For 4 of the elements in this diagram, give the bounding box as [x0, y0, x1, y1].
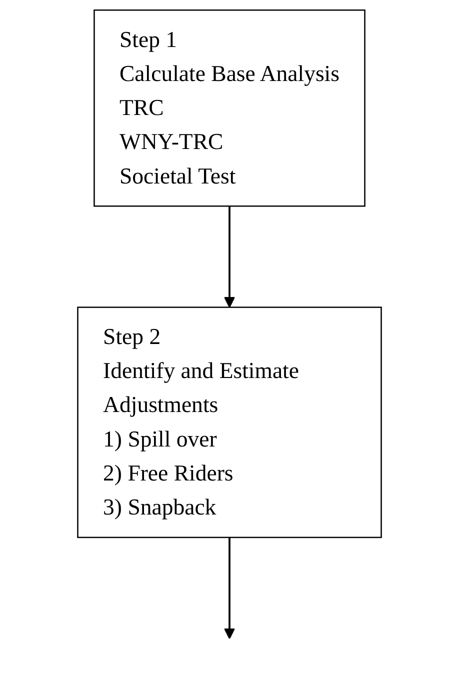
node-box: Step 2 Identify and Estimate Adjustments 1) Spill over 2) Free Riders 3) Snapback [77, 306, 382, 538]
node-box: Step 1 Calculate Base Analysis TRC WNY-TRC Societal Test [94, 9, 366, 207]
arrow [224, 206, 236, 308]
arrow [224, 537, 236, 640]
